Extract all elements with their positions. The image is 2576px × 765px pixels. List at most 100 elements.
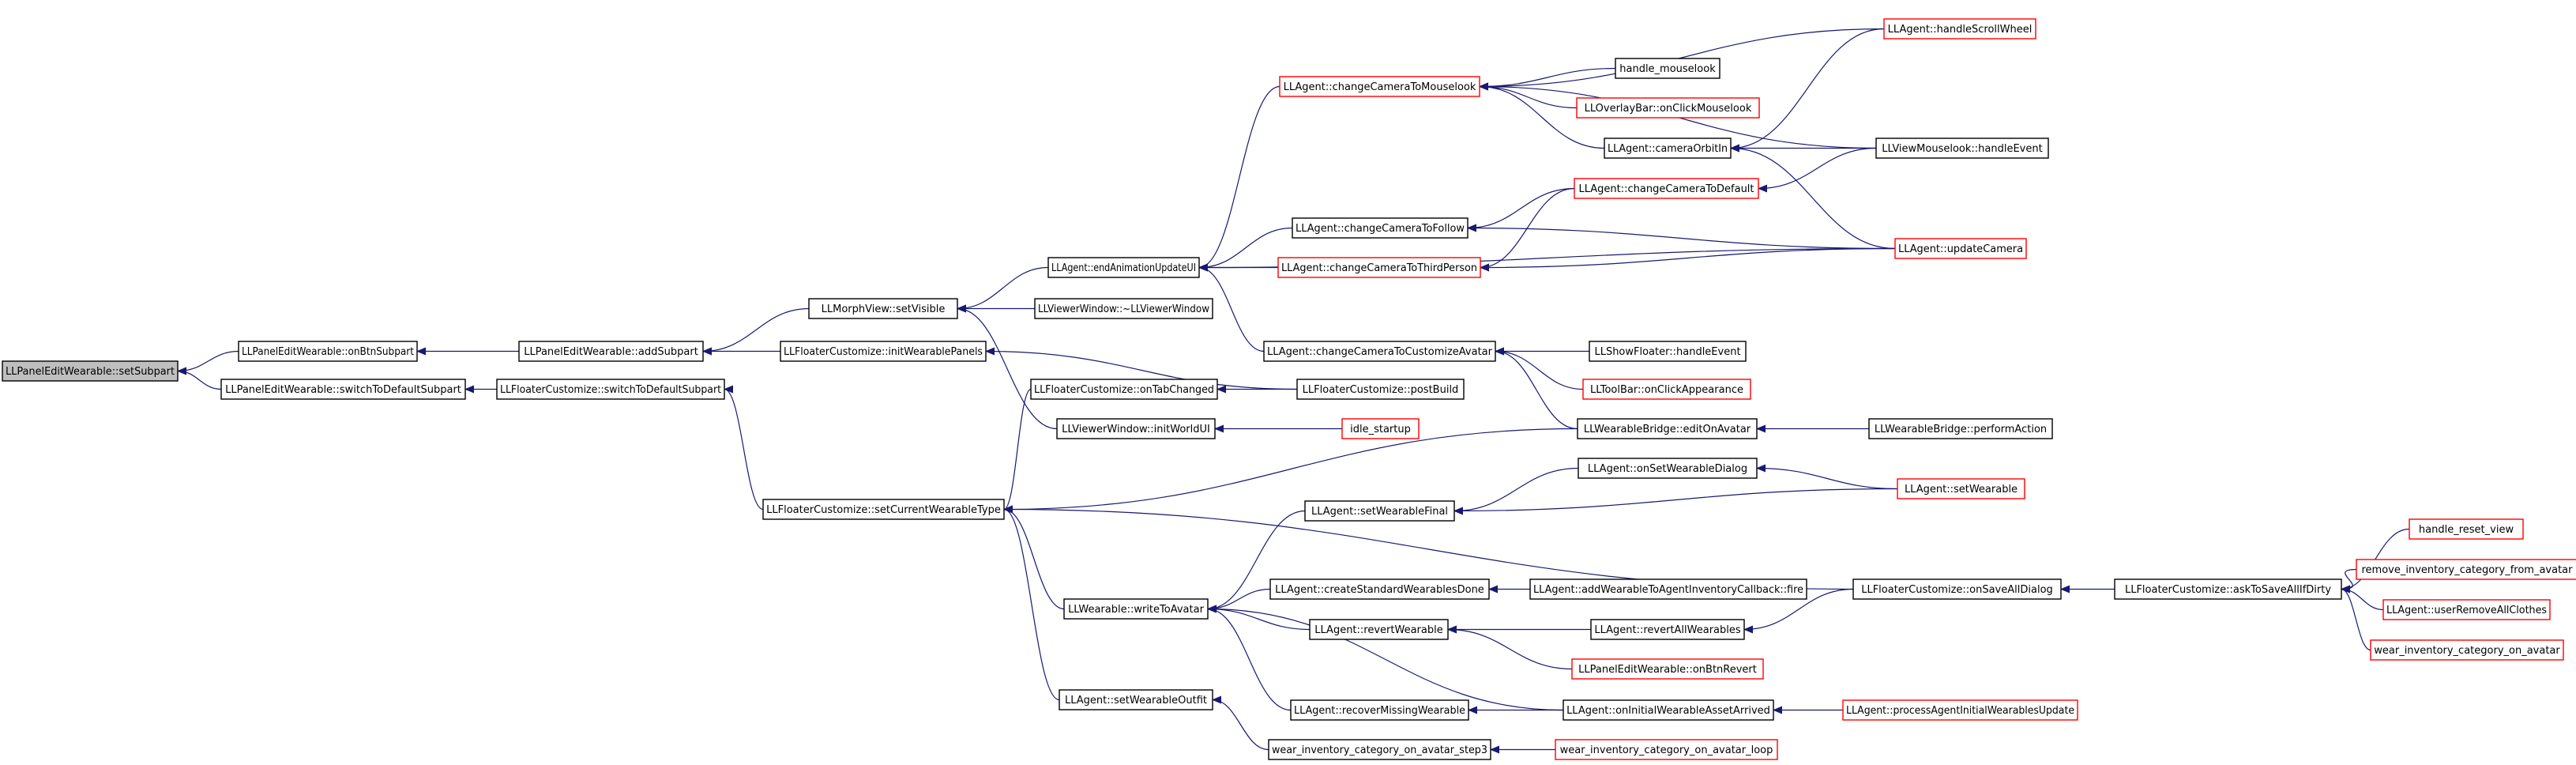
graph-node-processAgentInitialWearablesUpdate[interactable]: LLAgent::processAgentInitialWearablesUpd…: [1842, 699, 2078, 721]
node-box[interactable]: [2370, 639, 2564, 661]
node-box[interactable]: [1868, 418, 2053, 439]
node-box[interactable]: [1574, 178, 1759, 199]
graph-node-initWearablePanels[interactable]: LLFloaterCustomize::initWearablePanels: [780, 341, 987, 362]
graph-node-userRemoveAllClothes[interactable]: LLAgent::userRemoveAllClothes: [2382, 599, 2551, 620]
node-box[interactable]: [1341, 418, 1420, 439]
graph-node-setSubpart[interactable]: LLPanelEditWearable::setSubpart: [2, 360, 179, 382]
node-box[interactable]: [1852, 578, 2062, 600]
graph-node-changeCameraToCustomizeAvatar[interactable]: LLAgent::changeCameraToCustomizeAvatar: [1263, 341, 1496, 362]
graph-node-switchToDefaultSubpartFloater[interactable]: LLFloaterCustomize::switchToDefaultSubpa…: [496, 379, 725, 400]
node-box[interactable]: [808, 298, 958, 319]
graph-node-postBuild[interactable]: LLFloaterCustomize::postBuild: [1296, 379, 1465, 400]
node-box[interactable]: [1268, 739, 1491, 760]
node-box[interactable]: [1529, 578, 1807, 600]
node-box[interactable]: [1897, 478, 2025, 499]
graph-node-onBtnRevert[interactable]: LLPanelEditWearable::onBtnRevert: [1571, 658, 1764, 680]
node-box[interactable]: [2409, 518, 2524, 540]
node-box[interactable]: [1277, 257, 1481, 278]
graph-node-wearStep3[interactable]: wear_inventory_category_on_avatar_step3: [1268, 739, 1491, 760]
graph-node-changeCameraToThirdPerson[interactable]: LLAgent::changeCameraToThirdPerson: [1277, 257, 1481, 278]
node-box[interactable]: [780, 341, 987, 362]
graph-node-mouselookHandleEvent[interactable]: LLViewMouselook::handleEvent: [1875, 138, 2049, 159]
node-box[interactable]: [1590, 619, 1745, 640]
node-box[interactable]: [238, 341, 418, 362]
graph-node-setWearable[interactable]: LLAgent::setWearable: [1897, 478, 2025, 499]
graph-node-updateCamera[interactable]: LLAgent::updateCamera: [1894, 238, 2027, 259]
graph-node-setCurrentWearableType[interactable]: LLFloaterCustomize::setCurrentWearableTy…: [762, 499, 1005, 520]
node-box[interactable]: [1056, 418, 1216, 439]
node-box[interactable]: [1047, 257, 1200, 278]
graph-node-onSetWearableDialog[interactable]: LLAgent::onSetWearableDialog: [1578, 458, 1758, 479]
graph-node-setWearableFinal[interactable]: LLAgent::setWearableFinal: [1304, 500, 1455, 522]
graph-node-handleResetView[interactable]: handle_reset_view: [2409, 518, 2524, 540]
graph-node-addWearableCallback[interactable]: LLAgent::addWearableToAgentInventoryCall…: [1529, 578, 1807, 600]
node-box[interactable]: [1030, 379, 1218, 400]
node-box[interactable]: [1296, 379, 1465, 400]
graph-node-onTabChanged[interactable]: LLFloaterCustomize::onTabChanged: [1030, 379, 1218, 400]
node-box[interactable]: [762, 499, 1005, 520]
node-box[interactable]: [1577, 418, 1758, 439]
node-box[interactable]: [1604, 138, 1732, 159]
graph-node-revertWearable[interactable]: LLAgent::revertWearable: [1309, 619, 1449, 640]
node-box[interactable]: [1292, 217, 1469, 239]
node-box[interactable]: [1589, 341, 1747, 362]
node-box[interactable]: [1063, 598, 1209, 620]
node-box[interactable]: [1563, 699, 1774, 721]
graph-node-writeToAvatar[interactable]: LLWearable::writeToAvatar: [1063, 598, 1209, 620]
node-box[interactable]: [1309, 619, 1449, 640]
graph-node-createStandardWearablesDone[interactable]: LLAgent::createStandardWearablesDone: [1269, 578, 1490, 600]
node-box[interactable]: [518, 341, 704, 362]
graph-node-addSubpart[interactable]: LLPanelEditWearable::addSubpart: [518, 341, 704, 362]
node-box[interactable]: [1034, 298, 1213, 319]
node-box[interactable]: [1578, 458, 1758, 479]
graph-node-changeCameraToFollow[interactable]: LLAgent::changeCameraToFollow: [1292, 217, 1469, 239]
graph-node-viewerWindowDtor[interactable]: LLViewerWindow::~LLViewerWindow: [1034, 298, 1213, 319]
node-box[interactable]: [1582, 379, 1751, 400]
graph-node-performAction[interactable]: LLWearableBridge::performAction: [1868, 418, 2053, 439]
graph-node-revertAllWearables[interactable]: LLAgent::revertAllWearables: [1590, 619, 1745, 640]
graph-node-handleMouselook[interactable]: handle_mouselook: [1615, 58, 1720, 79]
node-box[interactable]: [1269, 578, 1490, 600]
graph-node-cameraOrbitIn[interactable]: LLAgent::cameraOrbitIn: [1604, 138, 1732, 159]
node-box[interactable]: [1290, 699, 1469, 721]
node-box[interactable]: [2, 360, 179, 382]
graph-node-onInitialWearableAssetArrived[interactable]: LLAgent::onInitialWearableAssetArrived: [1563, 699, 1774, 721]
graph-node-onClickMouselook[interactable]: LLOverlayBar::onClickMouselook: [1576, 97, 1760, 119]
graph-node-onClickAppearance[interactable]: LLToolBar::onClickAppearance: [1582, 379, 1751, 400]
node-box[interactable]: [1615, 58, 1720, 79]
graph-node-setWearableOutfit[interactable]: LLAgent::setWearableOutfit: [1059, 689, 1213, 710]
graph-node-handleScrollWheel[interactable]: LLAgent::handleScrollWheel: [1883, 18, 2036, 40]
node-box[interactable]: [1571, 658, 1764, 680]
graph-node-setVisible[interactable]: LLMorphView::setVisible: [808, 298, 958, 319]
graph-node-endAnimationUpdateUI[interactable]: LLAgent::endAnimationUpdateUI: [1047, 257, 1200, 278]
graph-node-removeInventoryCategory[interactable]: remove_inventory_category_from_avatar: [2356, 559, 2576, 580]
node-box[interactable]: [1279, 76, 1480, 97]
node-box[interactable]: [220, 379, 466, 400]
node-box[interactable]: [1555, 739, 1778, 760]
node-box[interactable]: [1059, 689, 1213, 710]
node-box[interactable]: [1842, 699, 2078, 721]
graph-node-recoverMissingWearable[interactable]: LLAgent::recoverMissingWearable: [1290, 699, 1469, 721]
graph-node-changeCameraToDefault[interactable]: LLAgent::changeCameraToDefault: [1574, 178, 1759, 199]
node-box[interactable]: [1263, 341, 1496, 362]
node-box[interactable]: [1883, 18, 2036, 40]
node-box[interactable]: [1304, 500, 1455, 522]
graph-node-showFloaterHandleEvent[interactable]: LLShowFloater::handleEvent: [1589, 341, 1747, 362]
node-box[interactable]: [1576, 97, 1760, 119]
node-box[interactable]: [496, 379, 725, 400]
node-box[interactable]: [2382, 599, 2551, 620]
graph-node-editOnAvatar[interactable]: LLWearableBridge::editOnAvatar: [1577, 418, 1758, 439]
graph-node-idleStartup[interactable]: idle_startup: [1341, 418, 1420, 439]
graph-node-changeCameraToMouselook[interactable]: LLAgent::changeCameraToMouselook: [1279, 76, 1480, 97]
node-box[interactable]: [2114, 578, 2342, 600]
graph-node-onSaveAllDialog[interactable]: LLFloaterCustomize::onSaveAllDialog: [1852, 578, 2062, 600]
node-box[interactable]: [1894, 238, 2027, 259]
graph-node-switchToDefaultSubpartPanel[interactable]: LLPanelEditWearable::switchToDefaultSubp…: [220, 379, 466, 400]
graph-node-initWorldUI[interactable]: LLViewerWindow::initWorldUI: [1056, 418, 1216, 439]
graph-node-onBtnSubpart[interactable]: LLPanelEditWearable::onBtnSubpart: [238, 341, 418, 362]
graph-node-wearLoop[interactable]: wear_inventory_category_on_avatar_loop: [1555, 739, 1778, 760]
node-box[interactable]: [1875, 138, 2049, 159]
node-box[interactable]: [2356, 559, 2576, 580]
graph-node-askToSaveAllIfDirty[interactable]: LLFloaterCustomize::askToSaveAllIfDirty: [2114, 578, 2342, 600]
graph-node-wearInventoryCategory[interactable]: wear_inventory_category_on_avatar: [2370, 639, 2564, 661]
